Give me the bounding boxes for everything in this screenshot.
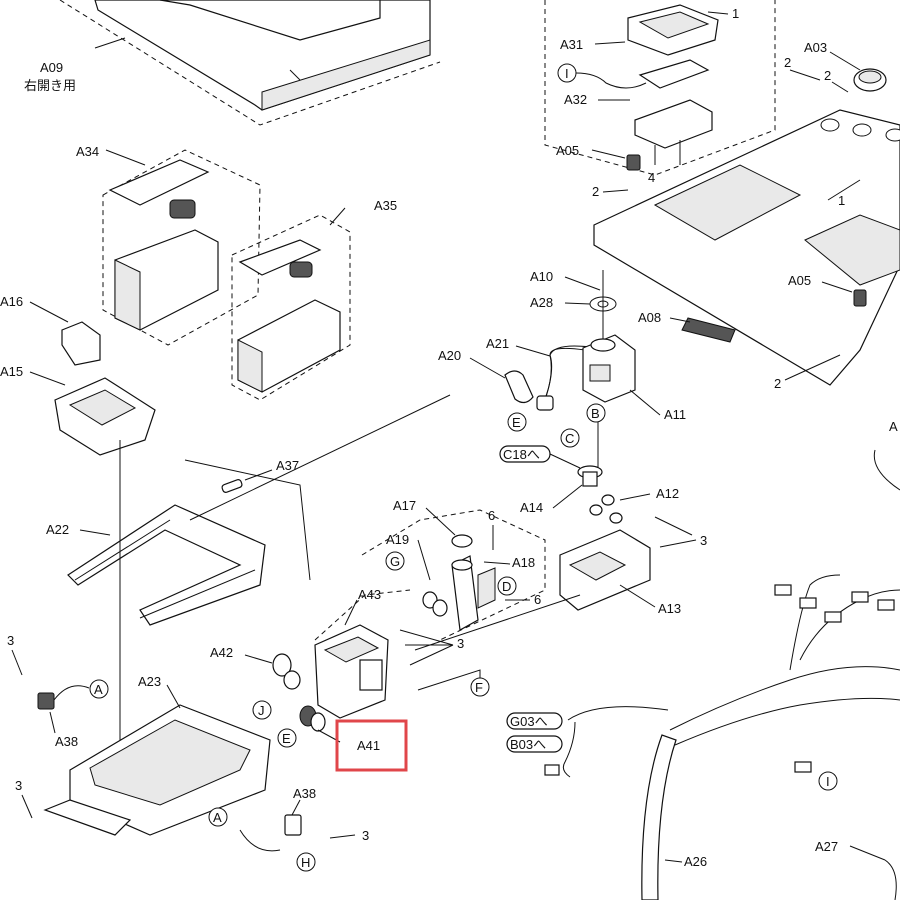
- part-a37: [221, 479, 243, 493]
- part-a35-tray: [231, 214, 351, 401]
- part-a14: [577, 465, 603, 487]
- ref-a-left: A: [94, 682, 103, 697]
- ref-d: D: [502, 579, 511, 594]
- num-3e: 3: [362, 828, 369, 843]
- num-3b: 3: [457, 636, 464, 651]
- ref-g: G: [390, 554, 400, 569]
- label-a19: A19: [386, 532, 409, 547]
- part-a18-manifold: [361, 509, 546, 641]
- part-a22-rail: [67, 504, 266, 626]
- part-a26-harness: [544, 449, 900, 901]
- ref-a-bottom: A: [213, 810, 222, 825]
- label-a27: A27: [815, 839, 838, 854]
- label-a18: A18: [512, 555, 535, 570]
- num-6b: 6: [534, 592, 541, 607]
- num-2c: 2: [592, 184, 599, 199]
- label-a08: A08: [638, 310, 661, 325]
- ref-i-bottom: I: [826, 774, 830, 789]
- part-a15: [54, 377, 156, 456]
- label-a26: A26: [684, 854, 707, 869]
- ref-g03: G03へ: [510, 714, 548, 729]
- num-1a: 1: [732, 6, 739, 21]
- part-a38-bottom-sensor: [239, 814, 302, 852]
- num-3c: 3: [7, 633, 14, 648]
- label-a20: A20: [438, 348, 461, 363]
- part-a34-tray: [102, 149, 261, 346]
- label-a23: A23: [138, 674, 161, 689]
- label-a38-left: A38: [55, 734, 78, 749]
- label-a-right: A: [889, 419, 898, 434]
- label-a32: A32: [564, 92, 587, 107]
- label-a10: A10: [530, 269, 553, 284]
- part-a42-oring: [272, 653, 301, 690]
- num-2a: 2: [784, 55, 791, 70]
- num-2d: 2: [774, 376, 781, 391]
- label-a34: A34: [76, 144, 99, 159]
- part-a13: [559, 529, 651, 611]
- ref-h: H: [301, 855, 310, 870]
- part-a41-fitting: [299, 705, 326, 732]
- part-a23-base: [43, 704, 271, 836]
- label-a28: A28: [530, 295, 553, 310]
- part-a11-valve: [582, 334, 636, 403]
- part-a38-left-sensor: [37, 685, 90, 710]
- ref-f: F: [475, 680, 483, 695]
- label-a14: A14: [520, 500, 543, 515]
- ref-e-top: E: [512, 415, 521, 430]
- num-6a: 6: [488, 508, 495, 523]
- part-a12-nuts: [589, 494, 623, 524]
- ref-c18: C18へ: [503, 447, 540, 462]
- num-4: 4: [648, 170, 655, 185]
- label-a12: A12: [656, 486, 679, 501]
- ref-j: J: [258, 703, 265, 718]
- label-a09: A09: [40, 60, 63, 75]
- label-a16: A16: [0, 294, 23, 309]
- num-3a: 3: [700, 533, 707, 548]
- num-3d: 3: [15, 778, 22, 793]
- label-a42: A42: [210, 645, 233, 660]
- label-a11: A11: [664, 407, 686, 422]
- label-a38-bottom: A38: [293, 786, 316, 801]
- num-1b: 1: [838, 193, 845, 208]
- label-a22: A22: [46, 522, 69, 537]
- ref-b03: B03へ: [510, 737, 546, 752]
- label-a05-top: A05: [556, 143, 579, 158]
- label-a31: A31: [560, 37, 583, 52]
- highlight-box-a41: [335, 719, 408, 772]
- ref-c: C: [565, 431, 574, 446]
- part-a09-door: [59, 0, 441, 126]
- label-a09-note: 右開き用: [24, 78, 76, 93]
- label-a35: A35: [374, 198, 397, 213]
- ref-i-top: I: [565, 66, 569, 81]
- part-a20-a21-hoses: [504, 345, 591, 411]
- label-a03: A03: [804, 40, 827, 55]
- label-a13: A13: [658, 601, 681, 616]
- label-a05-right: A05: [788, 273, 811, 288]
- part-a16: [61, 321, 101, 366]
- part-a43-pump: [314, 589, 411, 719]
- label-a43: A43: [358, 587, 381, 602]
- part-a08-console: [593, 109, 900, 386]
- part-a31-a32-module: [544, 0, 776, 176]
- num-2b: 2: [824, 68, 831, 83]
- label-a41: A41: [357, 738, 380, 753]
- ref-b: B: [591, 406, 600, 421]
- label-a15: A15: [0, 364, 23, 379]
- label-a37: A37: [276, 458, 299, 473]
- label-a17: A17: [393, 498, 416, 513]
- ref-e-bottom: E: [282, 731, 291, 746]
- label-a21: A21: [486, 336, 509, 351]
